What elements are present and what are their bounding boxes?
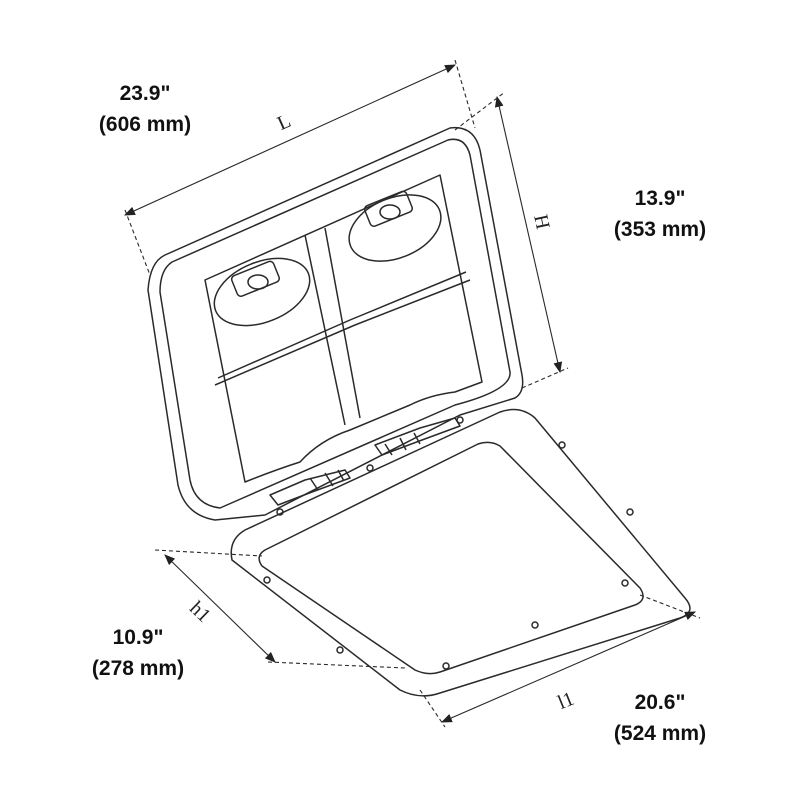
label-length: 23.9" (606 mm) — [98, 82, 192, 136]
lid-rim — [159, 138, 511, 509]
dim-line-opening-height — [164, 554, 276, 663]
frame-screws — [263, 416, 634, 670]
symbol-height: H — [529, 213, 554, 232]
handle-left — [213, 257, 311, 327]
label-opening-length: 20.6" (524 mm) — [613, 691, 707, 745]
hinge-right — [374, 417, 461, 456]
lid-divider-h — [214, 271, 471, 386]
dim-line-length — [123, 64, 457, 216]
handle-right — [348, 194, 442, 262]
hinge-left — [269, 469, 351, 506]
dim-line-opening-length — [440, 611, 697, 723]
lid-recess — [204, 174, 483, 483]
label-height: 13.9" (353 mm) — [613, 187, 707, 241]
symbol-opening-length: l1 — [555, 688, 578, 714]
lid-outer — [147, 126, 524, 521]
label-opening-height: 10.9" (278 mm) — [91, 626, 185, 680]
symbol-length: L — [274, 110, 294, 135]
dim-line-height — [494, 95, 563, 374]
